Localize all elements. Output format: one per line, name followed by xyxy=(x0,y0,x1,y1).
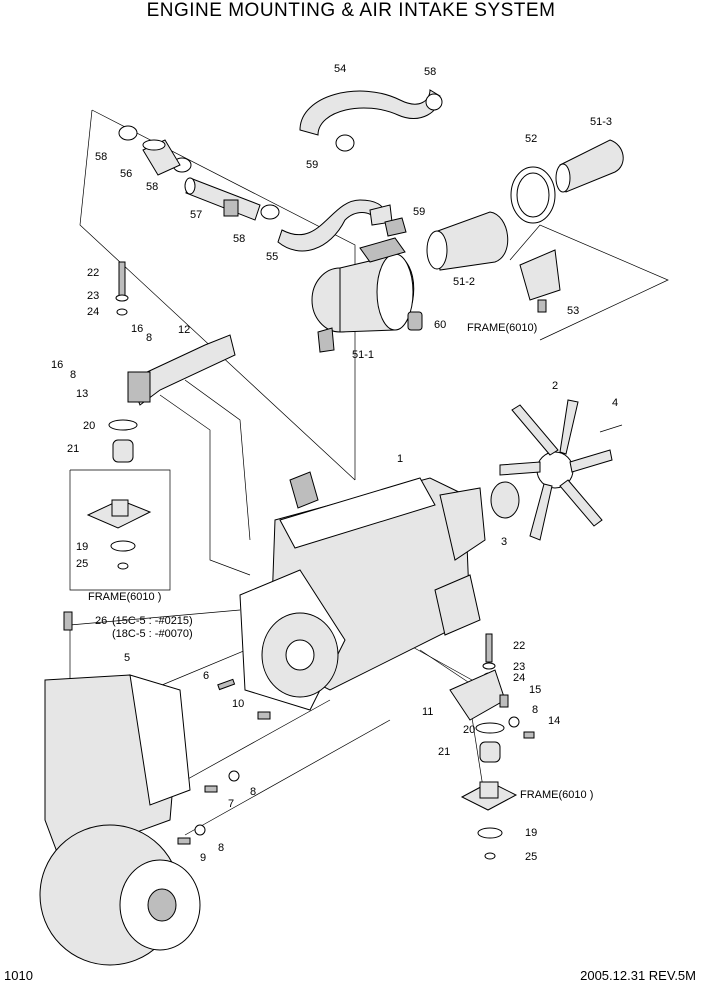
callout-16: 16 xyxy=(131,323,143,335)
callout-16: 16 xyxy=(51,359,63,371)
callout-59: 59 xyxy=(306,159,318,171)
callout-52: 52 xyxy=(525,133,537,145)
note-26-b: (18C-5 : -#0070) xyxy=(112,628,193,640)
callout-20: 20 xyxy=(463,724,475,736)
pipe-57 xyxy=(184,177,261,221)
callout-23: 23 xyxy=(513,661,525,673)
hose-55 xyxy=(277,199,393,252)
indicator-60 xyxy=(407,311,423,331)
air-cleaner-51-1 xyxy=(311,237,415,353)
callout-22: 22 xyxy=(87,267,99,279)
revision-date: 2005.12.31 REV.5M xyxy=(580,968,696,983)
callout-53: 53 xyxy=(567,305,579,317)
callout-20: 20 xyxy=(83,420,95,432)
callout-19: 19 xyxy=(525,827,537,839)
mount-stack-left xyxy=(63,261,236,631)
element-51-3 xyxy=(555,139,624,193)
band-52 xyxy=(510,166,556,224)
callout-15: 15 xyxy=(529,684,541,696)
engine-1 xyxy=(239,471,486,711)
callout-60: 60 xyxy=(434,319,446,331)
callout-19: 19 xyxy=(76,541,88,553)
callout-21: 21 xyxy=(438,746,450,758)
frame-label-left: FRAME(6010 ) xyxy=(88,591,161,603)
callout-12: 12 xyxy=(178,324,190,336)
callout-58: 58 xyxy=(233,233,245,245)
pulley-3 xyxy=(490,481,520,519)
callout-8: 8 xyxy=(146,332,152,344)
callout-26: 26 xyxy=(95,615,107,627)
callout-57: 57 xyxy=(190,209,202,221)
callout-51-3: 51-3 xyxy=(590,116,612,128)
hose-54 xyxy=(299,89,441,136)
callout-8: 8 xyxy=(250,786,256,798)
fan-2 xyxy=(499,399,613,541)
callout-58: 58 xyxy=(424,66,436,78)
callout-4: 4 xyxy=(612,397,618,409)
element-51-2 xyxy=(426,211,509,271)
callout-55: 55 xyxy=(266,251,278,263)
transmission xyxy=(39,674,201,966)
callout-2: 2 xyxy=(552,380,558,392)
callout-7: 7 xyxy=(228,798,234,810)
bolt-4 xyxy=(599,424,623,433)
callout-1: 1 xyxy=(397,453,403,465)
callout-51-1: 51-1 xyxy=(352,349,374,361)
callout-14: 14 xyxy=(548,715,560,727)
notes: FRAME(6010) FRAME(6010 ) FRAME(6010 ) (1… xyxy=(88,322,593,801)
callout-25: 25 xyxy=(76,558,88,570)
callout-24: 24 xyxy=(513,672,525,684)
callout-58: 58 xyxy=(95,151,107,163)
callout-23: 23 xyxy=(87,290,99,302)
mount-stack-right xyxy=(449,633,518,860)
bracket-53 xyxy=(519,249,561,313)
callout-8: 8 xyxy=(218,842,224,854)
callout-3: 3 xyxy=(501,536,507,548)
callout-8: 8 xyxy=(70,369,76,381)
callout-13: 13 xyxy=(76,388,88,400)
callout-10: 10 xyxy=(232,698,244,710)
hose-connector-59 xyxy=(384,217,407,237)
fasteners-lower xyxy=(177,678,535,845)
callout-24: 24 xyxy=(87,306,99,318)
callout-21: 21 xyxy=(67,443,79,455)
callout-8: 8 xyxy=(532,704,538,716)
callout-54: 54 xyxy=(334,63,346,75)
frame-label-top: FRAME(6010) xyxy=(467,322,537,334)
callout-56: 56 xyxy=(120,168,132,180)
page-number: 1010 xyxy=(4,968,33,983)
callout-9: 9 xyxy=(200,852,206,864)
callout-22: 22 xyxy=(513,640,525,652)
page-title: ENGINE MOUNTING & AIR INTAKE SYSTEM xyxy=(146,0,556,21)
callout-labels: 54 58 58 59 56 58 57 58 55 59 52 51-3 51… xyxy=(51,63,618,864)
clamps-58 xyxy=(118,93,443,220)
callout-6: 6 xyxy=(203,670,209,682)
callout-59: 59 xyxy=(413,206,425,218)
callout-5: 5 xyxy=(124,652,130,664)
callout-58: 58 xyxy=(146,181,158,193)
note-26-a: (15C-5 : -#0215) xyxy=(112,615,193,627)
callout-25: 25 xyxy=(525,851,537,863)
callout-51-2: 51-2 xyxy=(453,276,475,288)
callout-11: 11 xyxy=(422,706,433,718)
pipe-56 xyxy=(142,139,181,176)
frame-label-right: FRAME(6010 ) xyxy=(520,789,593,801)
